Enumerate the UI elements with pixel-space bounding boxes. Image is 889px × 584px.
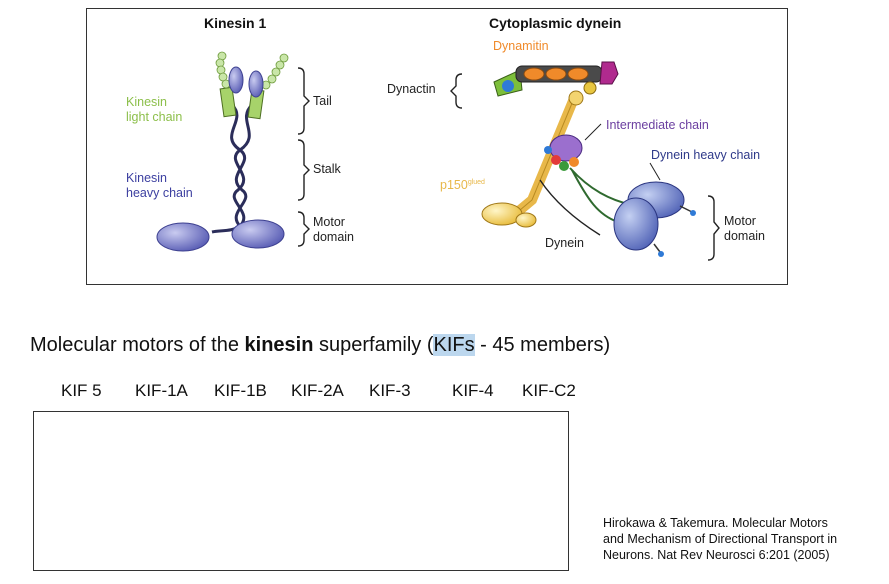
kif-label: KIF-C2: [522, 381, 576, 400]
kif-family-panel: [33, 411, 569, 571]
dynamitin-label: Dynamitin: [493, 39, 549, 53]
p150-label: p150glued: [440, 178, 485, 193]
dynein-brackets: [450, 73, 720, 261]
kif-label: KIF-1B: [214, 381, 267, 400]
kif-label: KIF-2A: [291, 381, 344, 400]
cytoplasmic-dynein-molecule: [481, 61, 696, 257]
dynactin-label: Dynactin: [387, 82, 436, 96]
cytoplasmic-dynein-title: Cytoplasmic dynein: [489, 15, 622, 31]
kinesin-1-molecule: [156, 51, 289, 252]
intermediate-chain-label: Intermediate chain: [606, 118, 709, 132]
dynein-label: Dynein: [545, 236, 584, 250]
dynein-heavy-chain-label: Dynein heavy chain: [651, 148, 761, 162]
kif-label: KIF 5: [61, 381, 102, 400]
kinesin-1-title: Kinesin 1: [204, 15, 267, 31]
kifs-highlight: KIFs: [433, 334, 475, 356]
stalk-label: Stalk: [313, 162, 341, 176]
kif-label: KIF-3: [369, 381, 411, 400]
kinesin-superfamily-subtitle: Molecular motors of the kinesin superfam…: [30, 334, 611, 356]
kif-label: KIF-1A: [135, 381, 188, 400]
kif-label: KIF-4: [452, 381, 494, 400]
kinesin-brackets: [297, 67, 310, 247]
tail-label: Tail: [313, 94, 332, 108]
